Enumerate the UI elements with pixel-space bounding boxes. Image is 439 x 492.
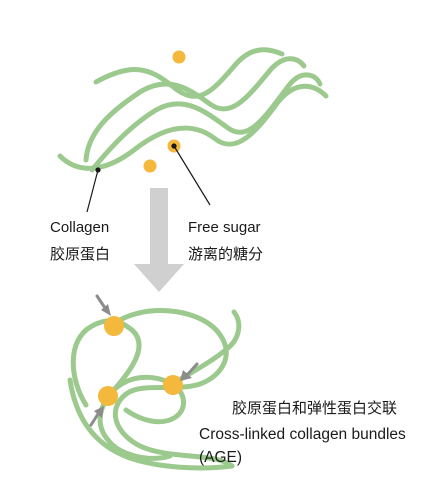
free-collagen-fibers [57, 47, 329, 173]
collagen-label-zh: 胶原蛋白 [50, 246, 110, 263]
sugar-label-zh: 游离的糖分 [188, 246, 263, 263]
crosslink-label-en-line2: (AGE) [199, 449, 242, 466]
crosslinked-collagen-bundle [67, 308, 242, 471]
sugar-dot-3 [143, 159, 157, 173]
sugar-label-en: Free sugar [188, 219, 261, 236]
sugar-pointer-line [173, 145, 211, 206]
sugar-dot-1 [172, 50, 186, 64]
collagen-pointer-dot [95, 167, 101, 173]
bundle-fiber-inner [105, 374, 186, 425]
crosslink-points [98, 316, 183, 406]
collagen-fiber-3 [89, 72, 323, 173]
crosslink-point-right [163, 375, 183, 395]
crosslink-point-left [98, 386, 118, 406]
top-leader-lines [86, 143, 211, 213]
transformation-arrow [134, 188, 184, 292]
pointer-arrow-top [95, 294, 111, 316]
crosslink-pointers [89, 294, 199, 427]
collagen-label-en: Collagen [50, 219, 109, 236]
crosslink-point-top [104, 316, 124, 336]
bundle-fiber-lower [67, 377, 235, 471]
collagen-fiber-4 [57, 83, 329, 171]
sugar-pointer-dot [171, 143, 177, 149]
pointer-arrow-left [89, 406, 104, 427]
collagen-pointer-line [86, 169, 99, 213]
crosslink-label-zh: 胶原蛋白和弹性蛋白交联 [232, 399, 397, 417]
crosslink-label-en-line1: Cross-linked collagen bundles [199, 426, 406, 443]
collagen-fiber-2 [83, 56, 307, 163]
bundle-fiber-left-loop [70, 318, 173, 461]
pointer-arrow-right [180, 362, 199, 381]
